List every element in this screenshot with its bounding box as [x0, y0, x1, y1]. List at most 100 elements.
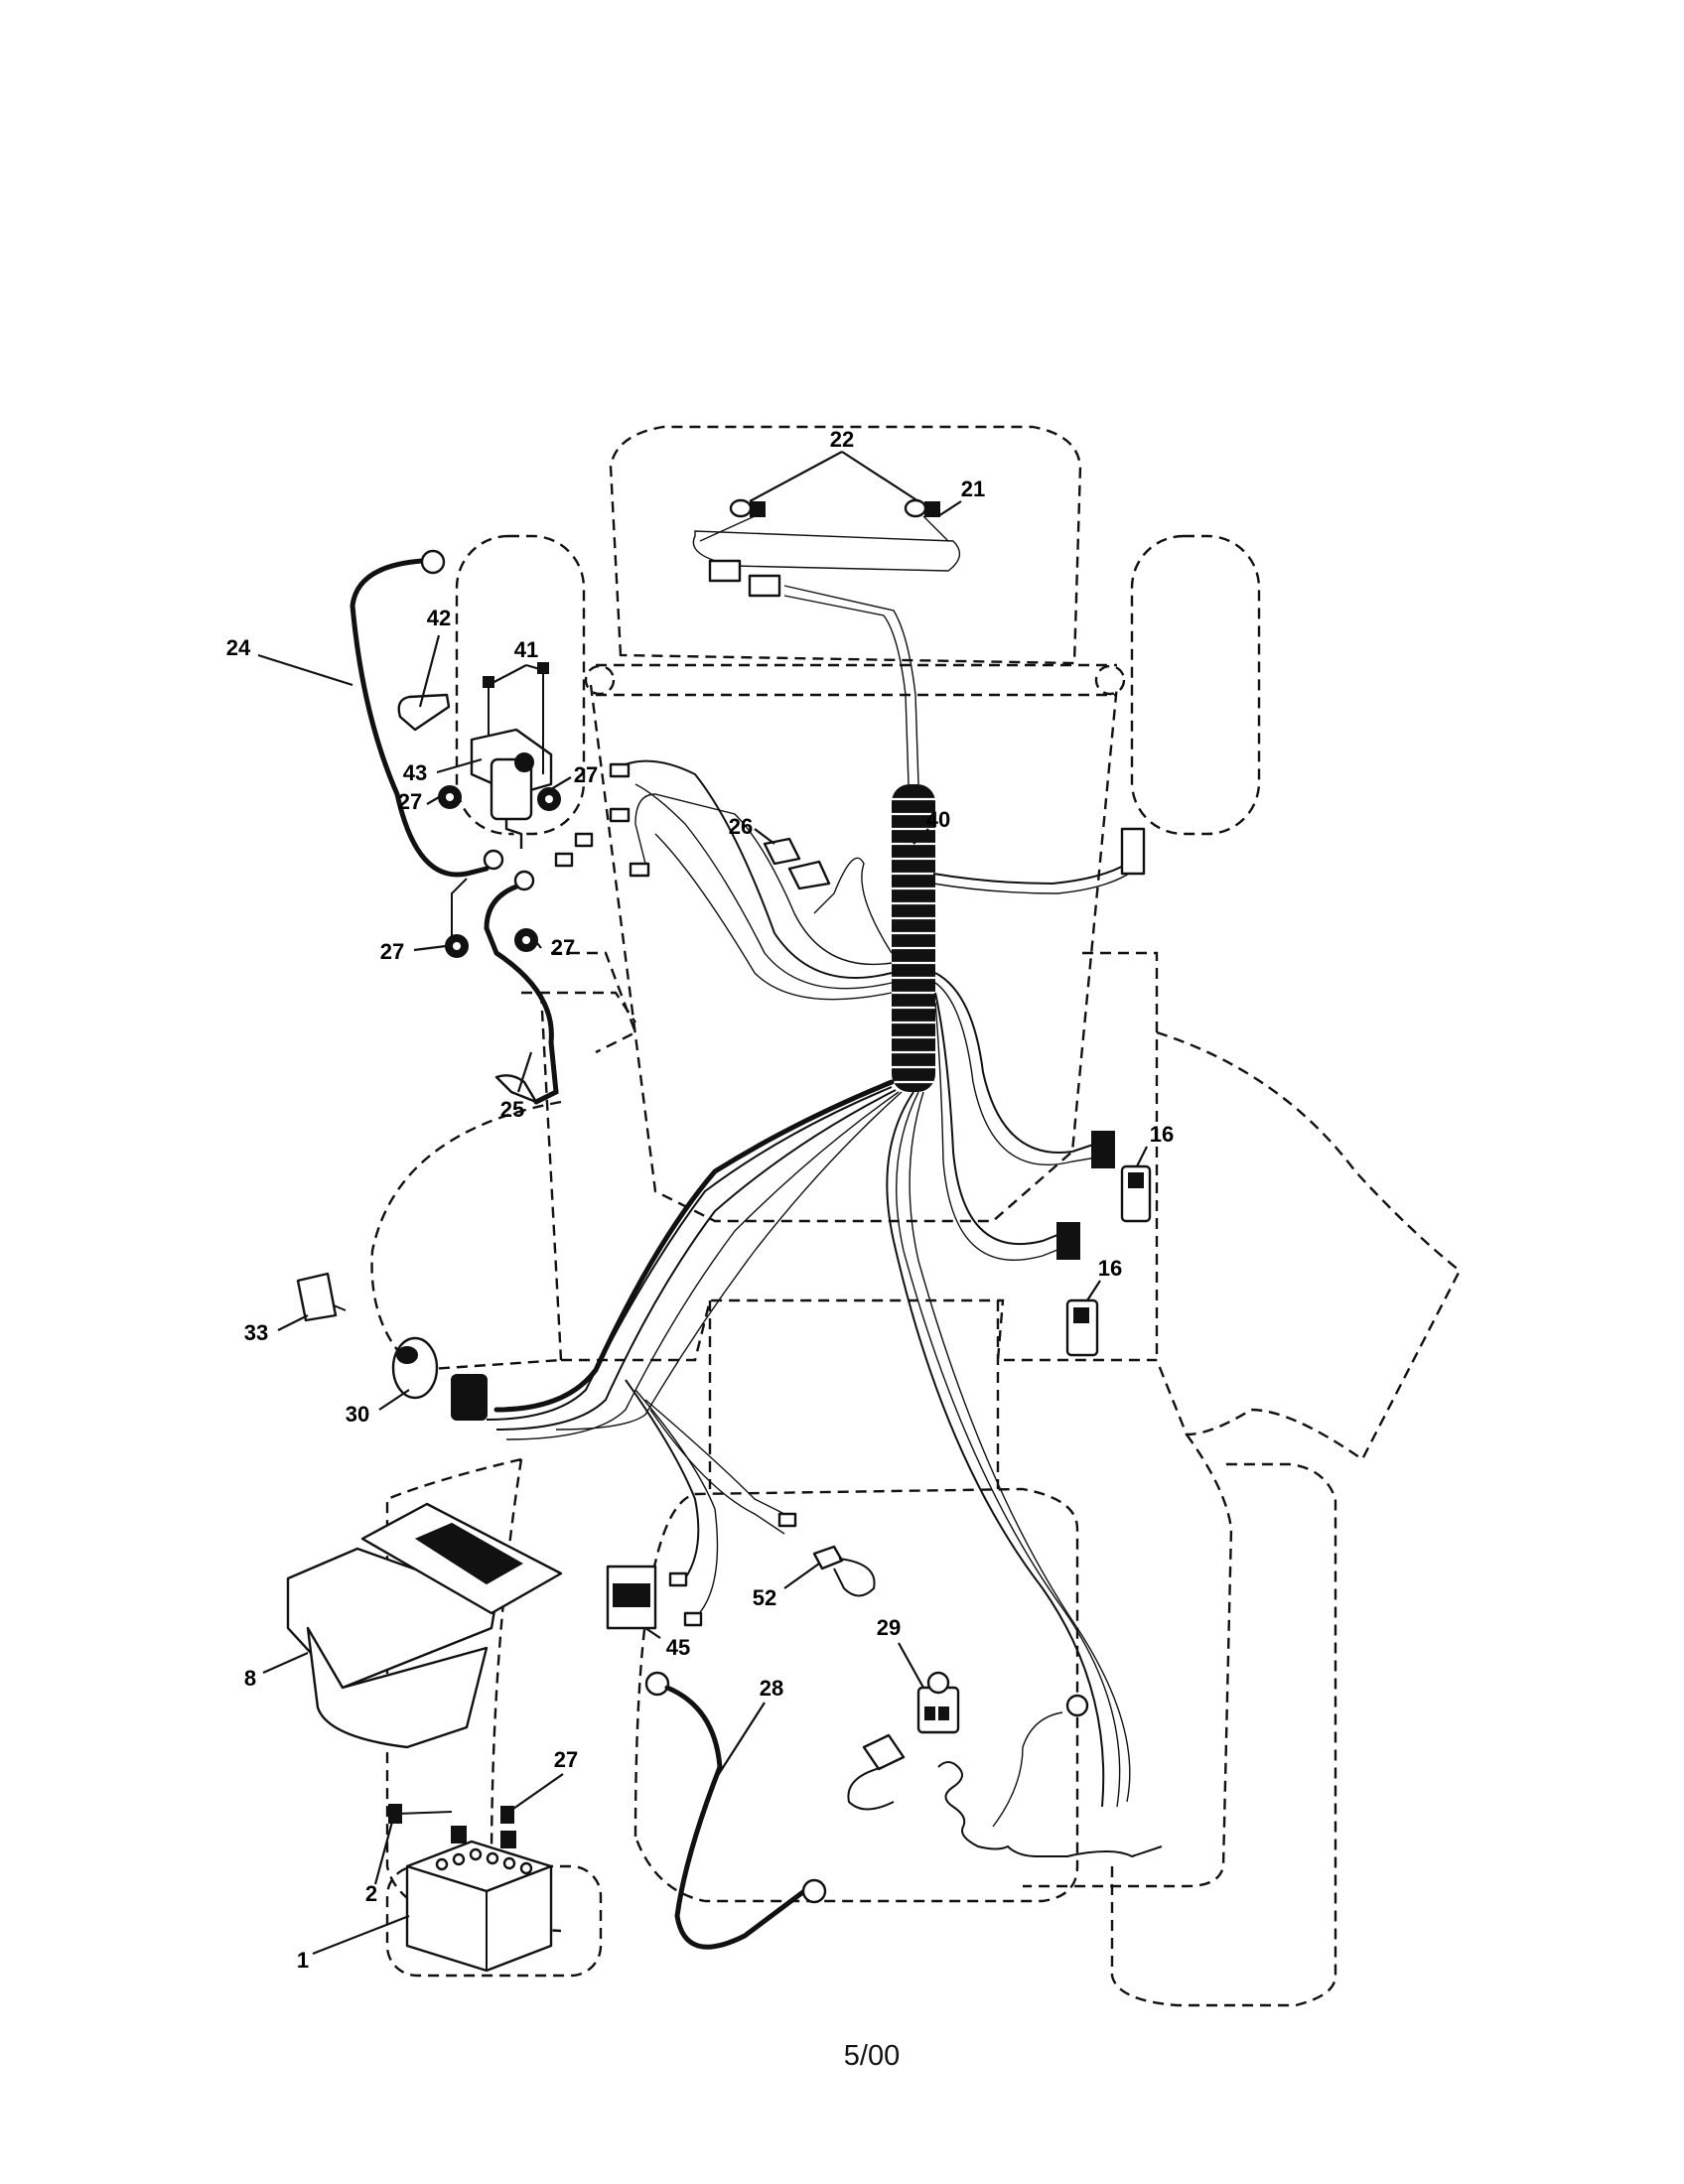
- coiled-wire-lead: [992, 1711, 1063, 1828]
- battery-terminal-positive: [500, 1831, 516, 1848]
- solenoid-cover: [397, 693, 451, 732]
- terminal-lead-b: [668, 1571, 688, 1587]
- seat-switch-connector: [847, 1733, 906, 1811]
- callout-21: 21: [961, 477, 985, 501]
- right-branch-b: [934, 982, 1103, 1166]
- leader-lines: [257, 451, 1148, 1956]
- battery-box-body: [306, 1626, 489, 1749]
- callout-25: 25: [500, 1097, 524, 1122]
- battery-box-lid-grille: [414, 1522, 524, 1585]
- ignition-plug: [451, 1374, 488, 1421]
- seat-switch-wire-a: [886, 1091, 1105, 1808]
- socket-52-lead: [833, 1558, 876, 1597]
- callout-52: 52: [753, 1585, 776, 1610]
- solenoid-cable: [350, 549, 504, 878]
- switch-16-upper: [1120, 1164, 1152, 1223]
- battery-cable-body: [664, 1685, 807, 1950]
- coiled-wire: [937, 1694, 1163, 1858]
- callout-27-right-solenoid: 27: [574, 762, 598, 787]
- headlight-bulb-right: [904, 498, 927, 518]
- ignition-switch-face: [396, 1346, 418, 1364]
- right-branch-a: [934, 972, 1103, 1154]
- terminal-a: [609, 762, 631, 778]
- battery-box: [286, 1502, 563, 1749]
- headlight-socket-left: [750, 501, 766, 517]
- seat-switch-plug: [862, 1733, 906, 1771]
- left-branch-b: [634, 783, 893, 990]
- callout-45: 45: [666, 1635, 690, 1660]
- callout-41: 41: [514, 637, 538, 662]
- left-branch-c: [654, 833, 893, 1001]
- coiled-wire-ring: [1065, 1694, 1089, 1717]
- callout-27-battery: 27: [554, 1747, 578, 1772]
- solenoid-assembly: [397, 662, 553, 849]
- terminal-d: [554, 852, 574, 868]
- right-branch-d: [934, 1002, 1068, 1261]
- seat-switch-plug-lead: [847, 1766, 895, 1811]
- branch-to-45-b: [634, 1389, 719, 1619]
- battery-bolt-head: [388, 1804, 402, 1824]
- left-branch-d: [634, 793, 893, 966]
- headlight-connector-a: [708, 559, 742, 583]
- ignition-switch-body: [391, 1336, 439, 1400]
- main-harness: [486, 515, 1146, 1808]
- headlight-wire-a: [783, 595, 910, 785]
- bundle-wire-d: [555, 1091, 903, 1431]
- battery-terminal-negative: [451, 1826, 467, 1843]
- right-upper-connector: [1120, 827, 1146, 876]
- seat-switch-plunger: [926, 1671, 950, 1695]
- frame-left-mount-outline: [521, 991, 636, 1361]
- front-left-wheel-outline: [455, 534, 586, 836]
- socket-52-body: [812, 1545, 844, 1570]
- battery-bolt: [388, 1804, 514, 1824]
- callout-27-left-solenoid: 27: [398, 789, 422, 814]
- solenoid-stud: [504, 819, 523, 849]
- battery-cable-ring-top: [644, 1671, 670, 1697]
- hood-outline: [609, 425, 1082, 665]
- front-right-wheel-outline: [1130, 534, 1261, 836]
- callout-27-lower-left: 27: [380, 939, 404, 964]
- ground-strap: [451, 878, 468, 948]
- battery-cells: [435, 1847, 533, 1875]
- key-head: [296, 1272, 338, 1322]
- switch-16-lower: [1065, 1298, 1099, 1357]
- callout-30: 30: [346, 1402, 369, 1427]
- callout-26: 26: [729, 814, 753, 839]
- rear-right-wheel-outline: [1110, 1462, 1337, 2007]
- branch-to-45-a: [625, 1379, 700, 1579]
- headlight-bulb-left: [729, 498, 753, 518]
- left-branch-a: [625, 759, 893, 979]
- solenoid-body: [490, 757, 533, 821]
- headlight-socket-right: [924, 501, 940, 517]
- harness-terminals: [554, 762, 650, 878]
- right-upper-branch-b: [932, 871, 1133, 894]
- callout-2: 2: [365, 1881, 377, 1906]
- rear-left-fender-outline: [385, 1457, 562, 1933]
- headlight-loop: [692, 530, 961, 572]
- ignition-switch: [391, 1336, 488, 1421]
- seat-outline: [633, 1487, 1079, 1903]
- frame-rails-outline: [589, 684, 1119, 1223]
- module-45-face: [613, 1583, 650, 1607]
- terminal-b: [609, 807, 631, 823]
- headlight-wire-b: [783, 585, 919, 785]
- solenoid-cable-ring: [420, 549, 446, 575]
- connector-26: [763, 837, 831, 890]
- coiled-wire-spiral: [937, 1761, 1163, 1858]
- solenoid-cable-lug: [483, 849, 504, 871]
- callout-24: 24: [226, 635, 251, 660]
- battery-cable: [644, 1671, 827, 1950]
- branch-to-52-b: [649, 1409, 785, 1535]
- bundle-wire-c: [505, 1091, 900, 1440]
- connector-26-a: [763, 837, 801, 866]
- battery-bolt-shank: [396, 1811, 453, 1815]
- connector-26-b: [787, 860, 831, 890]
- callout-labels: 22 21 42 41 24 43 27 27 26 40 27 27 25 1…: [226, 427, 1174, 1973]
- branch-to-52-a: [644, 1399, 795, 1520]
- rear-right-fender-outline: [1023, 1433, 1233, 1888]
- callout-28: 28: [760, 1676, 783, 1701]
- ignition-key: [296, 1272, 347, 1322]
- callout-40: 40: [926, 807, 950, 832]
- bundle-wire-b: [495, 1089, 897, 1431]
